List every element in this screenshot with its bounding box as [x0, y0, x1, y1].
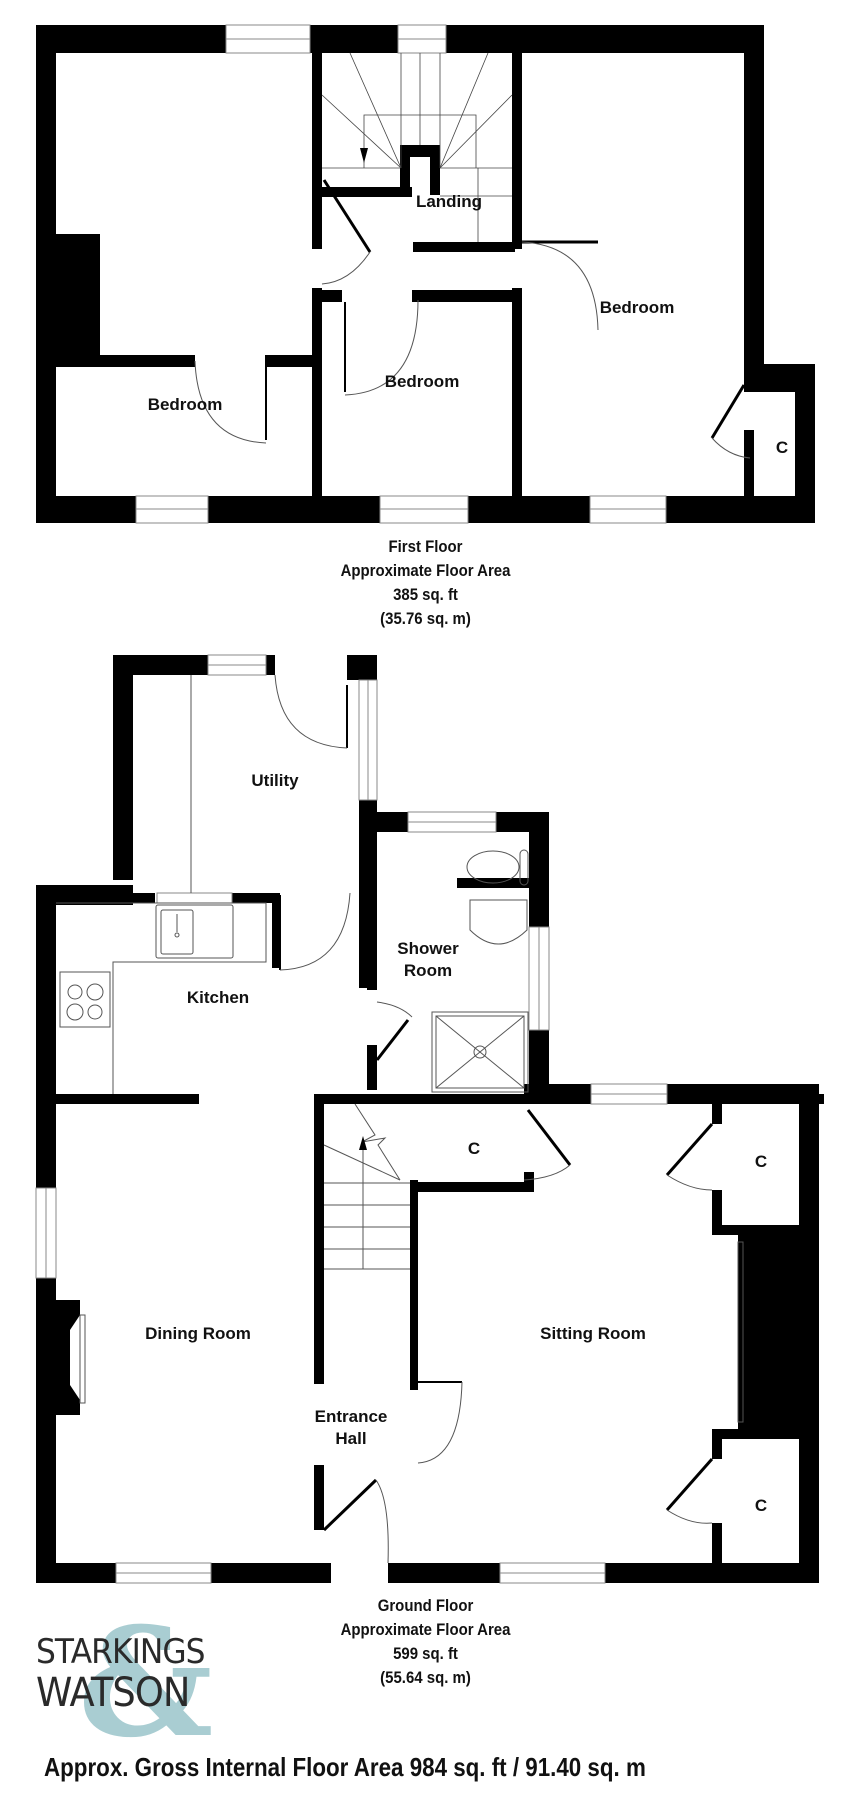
- entrance-hall-line-1: Entrance: [314, 1407, 388, 1426]
- logo-ampersand: &: [78, 1595, 214, 1771]
- room-label-cupboard-first: C: [775, 438, 789, 457]
- starkings-watson-logo: & STARKINGS WATSON: [36, 1608, 236, 1760]
- logo-word-watson: WATSON: [36, 1670, 190, 1716]
- shower-room-line-2: Room: [403, 961, 453, 980]
- room-label-bedroom-middle: Bedroom: [384, 372, 460, 391]
- room-label-kitchen: Kitchen: [186, 988, 250, 1007]
- room-label-bedroom-left: Bedroom: [147, 395, 223, 414]
- ground-floor-area-sqm: (55.64 sq. m): [380, 1668, 471, 1687]
- room-label-entrance-hall: Entrance Hall: [315, 1406, 388, 1450]
- room-label-utility: Utility: [251, 771, 299, 790]
- ground-floor-caption: Ground Floor Approximate Floor Area 599 …: [0, 1594, 851, 1690]
- first-floor-area-sqft: 385 sq. ft: [393, 585, 458, 604]
- first-floor-name: First Floor: [388, 537, 463, 556]
- first-floor-area-label: Approximate Floor Area: [340, 561, 511, 580]
- first-floor-caption: First Floor Approximate Floor Area 385 s…: [0, 535, 851, 631]
- room-label-bedroom-right: Bedroom: [599, 298, 675, 317]
- shower-room-line-1: Shower: [397, 939, 459, 958]
- ground-floor-plan: [35, 654, 824, 1584]
- ground-floor-area-sqft: 599 sq. ft: [393, 1644, 458, 1663]
- room-label-cupboard-hall: C: [467, 1139, 481, 1158]
- room-label-landing: Landing: [415, 192, 483, 211]
- room-label-dining-room: Dining Room: [145, 1324, 251, 1343]
- entrance-hall-line-2: Hall: [335, 1429, 367, 1448]
- ground-floor-area-label: Approximate Floor Area: [340, 1620, 511, 1639]
- room-label-shower-room: Shower Room: [397, 938, 458, 982]
- room-label-sitting-room: Sitting Room: [540, 1324, 646, 1343]
- room-label-cupboard-sitting-top: C: [754, 1152, 768, 1171]
- first-floor-area-sqm: (35.76 sq. m): [380, 609, 471, 628]
- first-floor-plan: [36, 24, 815, 524]
- room-label-cupboard-sitting-bottom: C: [754, 1496, 768, 1515]
- total-floor-area: Approx. Gross Internal Floor Area 984 sq…: [44, 1752, 646, 1782]
- logo-word-starkings: STARKINGS: [36, 1632, 206, 1672]
- ground-floor-name: Ground Floor: [377, 1596, 474, 1615]
